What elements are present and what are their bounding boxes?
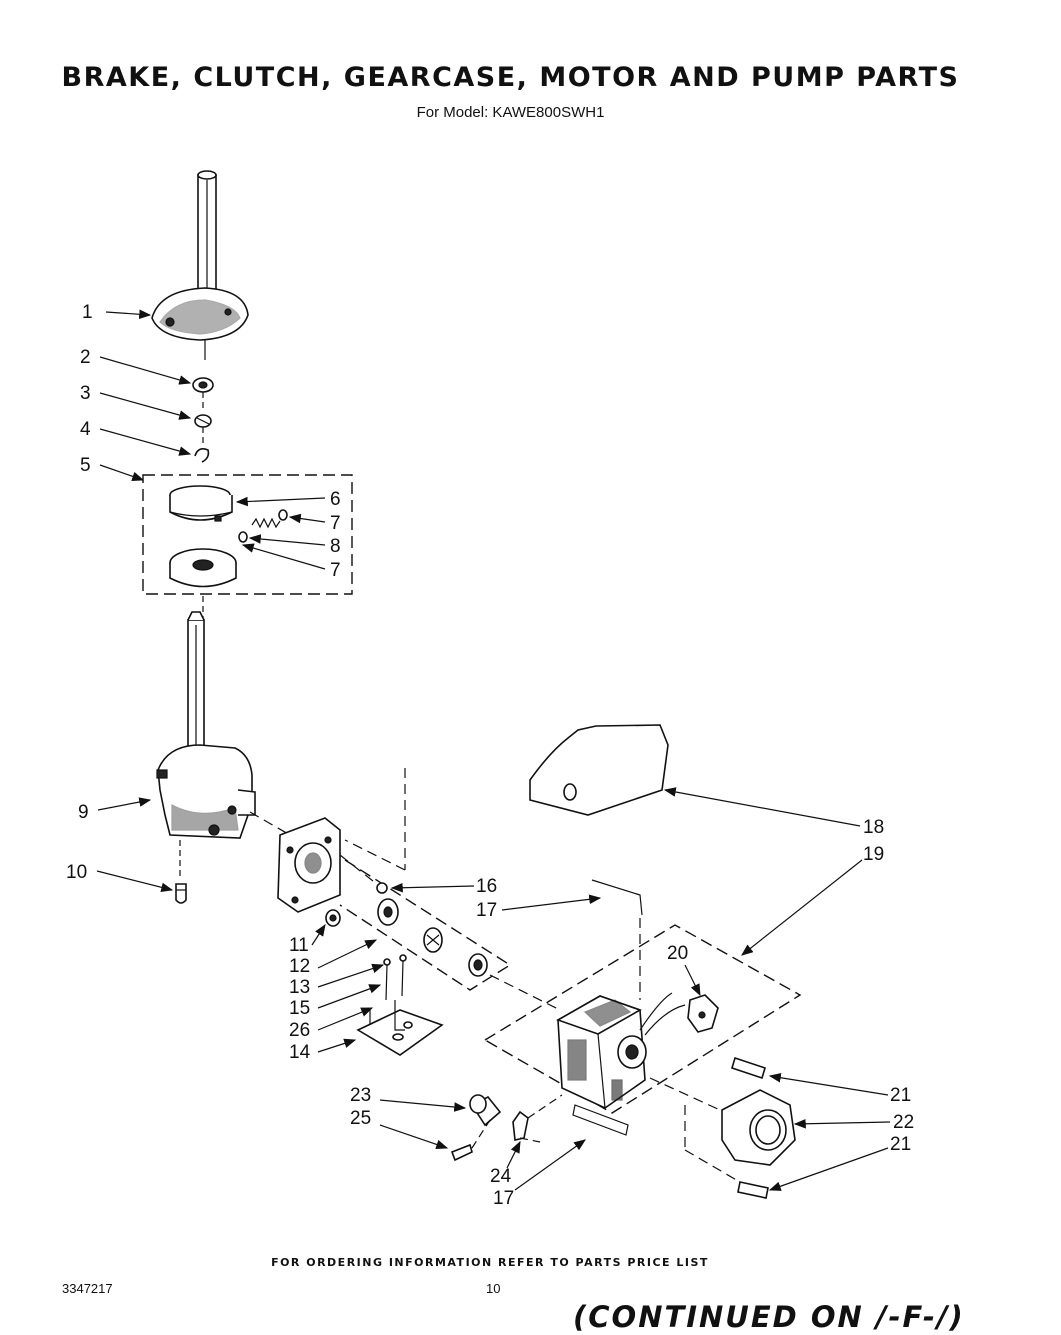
ordering-note: FOR ORDERING INFORMATION REFER TO PARTS …	[271, 1256, 709, 1269]
screw-part	[175, 883, 187, 904]
callout-14: 14	[289, 1042, 311, 1063]
model-subtitle: For Model: KAWE800SWH1	[416, 104, 605, 121]
callout-7a: 7	[330, 513, 341, 534]
motor-coupling-part	[468, 953, 488, 977]
callout-11: 11	[289, 935, 309, 956]
bushing-part	[325, 909, 341, 927]
callout-20: 20	[667, 943, 688, 964]
callout-10: 10	[66, 862, 87, 883]
callout-22: 22	[893, 1112, 914, 1133]
callout-6: 6	[330, 489, 341, 510]
callout-5: 5	[80, 455, 91, 476]
drive-motor-part	[556, 992, 686, 1109]
spring-part	[238, 509, 288, 543]
callout-19: 19	[863, 844, 884, 865]
callout-24: 24	[490, 1166, 512, 1187]
document-number: 3347217	[62, 1281, 113, 1296]
brake-assembly-part	[151, 170, 249, 360]
callout-7b: 7	[330, 560, 341, 581]
callout-13: 13	[289, 977, 310, 998]
callout-2: 2	[80, 347, 91, 368]
capacitor-part	[469, 1094, 502, 1127]
gearcase-part	[156, 611, 256, 839]
brake-package-box	[142, 474, 353, 595]
callout-4: 4	[80, 419, 91, 440]
callout-21a: 21	[890, 1085, 911, 1106]
callout-23: 23	[350, 1085, 371, 1106]
hose-clamp-lower-part	[737, 1181, 769, 1199]
washer-part	[192, 377, 214, 393]
capacitor-clip-part	[512, 1110, 529, 1141]
callout-12: 12	[289, 956, 310, 977]
callout-8: 8	[330, 536, 341, 557]
continued-note: (CONTINUED ON /-F-/)	[573, 1300, 965, 1334]
callout-16: 16	[476, 876, 497, 897]
callout-18: 18	[863, 817, 884, 838]
pulley-part	[377, 898, 399, 926]
pump-part	[721, 1089, 796, 1166]
motor-cover-part	[529, 724, 669, 816]
hose-clamp-upper-part	[731, 1056, 766, 1080]
callout-9: 9	[78, 802, 89, 823]
brake-band-part	[169, 485, 233, 522]
pin-part	[376, 882, 388, 894]
callout-3: 3	[80, 383, 91, 404]
callout-25: 25	[350, 1108, 371, 1129]
mounting-plate-part	[277, 817, 341, 913]
clip-screw-part	[450, 1143, 473, 1162]
screw-13-part	[383, 954, 407, 1001]
spring-washer-part	[194, 414, 212, 428]
callout-17b: 17	[493, 1188, 514, 1209]
ground-wire-part	[572, 879, 643, 1136]
motor-switch-part	[687, 994, 719, 1033]
page-number: 10	[486, 1281, 501, 1296]
page-title: BRAKE, CLUTCH, GEARCASE, MOTOR AND PUMP …	[61, 62, 960, 93]
motor-mount-plate-part	[356, 1000, 444, 1056]
callout-15: 15	[289, 998, 310, 1019]
brake-cam-part	[169, 548, 237, 588]
retaining-clip-part	[194, 448, 210, 463]
coupling-part	[423, 927, 443, 953]
callout-21b: 21	[890, 1134, 911, 1155]
callout-26: 26	[289, 1020, 310, 1041]
callout-17a: 17	[476, 900, 497, 921]
callout-1: 1	[82, 302, 93, 323]
